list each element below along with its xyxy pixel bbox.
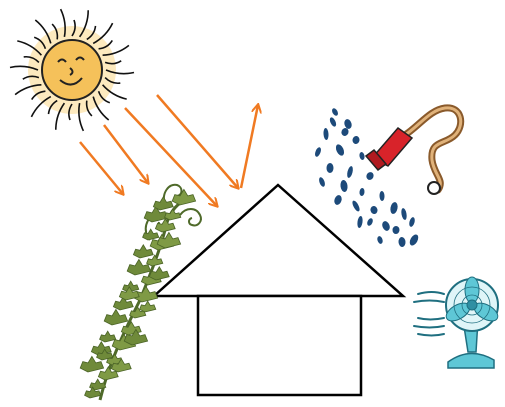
water-droplet	[334, 143, 345, 157]
water-droplet	[408, 217, 416, 228]
water-droplet	[351, 200, 361, 213]
water-droplet	[333, 194, 343, 206]
water-droplet	[331, 107, 339, 116]
vine-leaf	[133, 245, 153, 258]
water-droplet	[343, 118, 353, 130]
water-droplet	[352, 136, 360, 145]
water-droplet	[398, 237, 406, 248]
sun-ray-arrow-icon	[125, 108, 217, 206]
sun-ray-arrows	[80, 95, 258, 206]
water-droplet	[357, 216, 364, 229]
water-droplet	[408, 233, 420, 247]
water-droplet	[389, 201, 398, 214]
hose-tube-highlight	[405, 108, 461, 190]
fan-base	[448, 353, 494, 368]
vine-leaf	[165, 209, 181, 220]
water-spray-icon	[314, 107, 420, 247]
vine-leaf	[104, 309, 127, 325]
house-icon	[154, 185, 403, 395]
water-droplet	[340, 180, 348, 193]
water-droplet	[381, 220, 391, 232]
hose-connector	[428, 182, 440, 194]
water-droplet	[379, 191, 384, 201]
vine-leaf	[157, 232, 180, 248]
house-body	[198, 296, 361, 395]
water-droplet	[318, 176, 326, 187]
water-hose-icon	[366, 108, 461, 194]
water-droplet	[366, 217, 374, 226]
electric-fan-icon	[443, 277, 501, 368]
water-droplet	[370, 205, 379, 215]
water-droplet	[359, 188, 365, 196]
vine-leaf	[140, 301, 156, 312]
air-flow-icon	[414, 292, 444, 336]
fan-hub	[467, 300, 477, 310]
vine-leaf	[172, 189, 195, 205]
water-droplet	[376, 235, 383, 244]
sun-ray-arrow-icon	[104, 125, 148, 183]
vine-leaf	[100, 331, 116, 342]
water-droplet	[326, 163, 333, 173]
reflected-ray-arrow-icon	[241, 105, 258, 188]
vine-leaf	[147, 255, 163, 266]
sun-ray-arrow-icon	[80, 142, 123, 194]
water-droplet	[323, 128, 329, 140]
sun-ray-arrow-icon	[157, 95, 238, 188]
water-droplet	[365, 171, 375, 181]
water-droplet	[392, 226, 399, 234]
water-droplet	[400, 208, 407, 221]
water-droplet	[346, 166, 354, 179]
water-droplet	[314, 146, 322, 157]
vine-leaf	[153, 197, 173, 210]
water-droplet	[359, 152, 366, 161]
sun-icon	[10, 9, 134, 131]
vine-leaf	[91, 342, 111, 355]
water-droplet	[329, 116, 338, 127]
vine-tendril	[180, 209, 201, 225]
